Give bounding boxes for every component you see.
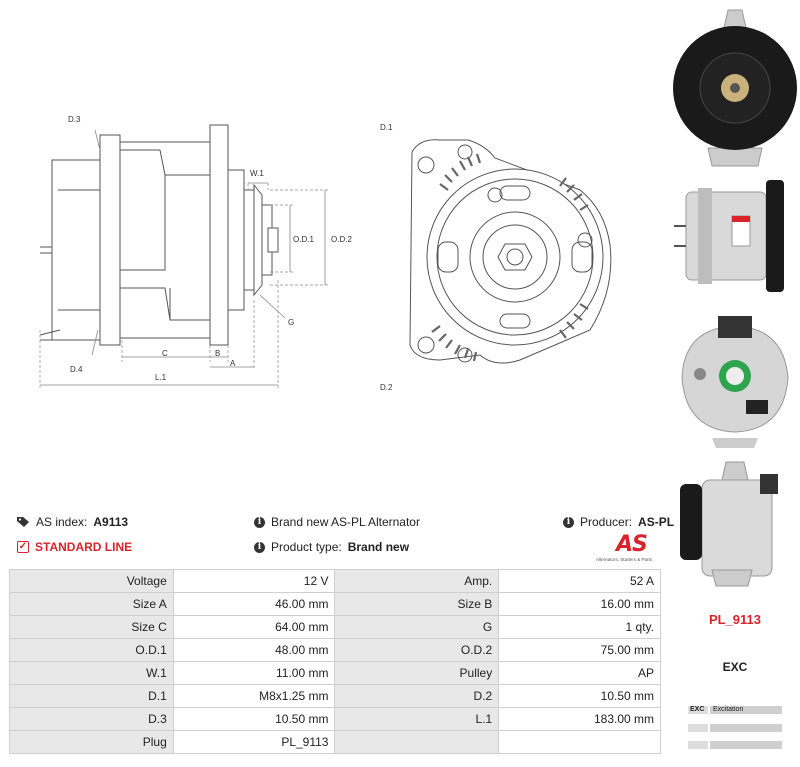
product-type-label: Product type: xyxy=(271,540,342,554)
label-c: C xyxy=(162,349,168,358)
label-d1: D.1 xyxy=(380,123,393,132)
spec-value: 16.00 mm xyxy=(498,592,661,616)
label-l1: L.1 xyxy=(155,373,167,382)
spec-value: 64.00 mm xyxy=(172,615,336,639)
spec-value: 12 V xyxy=(172,569,336,593)
spec-label: O.D.1 xyxy=(9,638,174,662)
table-row: W.1 11.00 mm Pulley AP xyxy=(9,661,661,685)
label-od2: O.D.2 xyxy=(331,235,352,244)
spec-value: 48.00 mm xyxy=(172,638,336,662)
exc-row xyxy=(688,741,782,749)
standard-line-text: STANDARD LINE xyxy=(35,540,133,554)
specs-table: Voltage 12 V Amp. 52 A Size A 46.00 mm S… xyxy=(9,569,661,754)
producer-value: AS-PL xyxy=(638,515,675,529)
spec-label: D.3 xyxy=(9,707,174,731)
spec-value: M8x1.25 mm xyxy=(172,684,336,708)
exc-row: EXC Excitation xyxy=(688,706,782,714)
label-b: B xyxy=(215,349,220,358)
table-row: Voltage 12 V Amp. 52 A xyxy=(9,569,661,593)
alternator-photo-rear xyxy=(672,308,798,448)
label-w1: W.1 xyxy=(250,169,264,178)
spec-value: 46.00 mm xyxy=(172,592,336,616)
product-type-value: Brand new xyxy=(347,540,410,554)
spec-value: 10.50 mm xyxy=(498,684,661,708)
spec-value: 1 qty. xyxy=(498,615,661,639)
as-logo: AS Alternators, Starters & Parts xyxy=(596,532,660,564)
exc-key xyxy=(688,741,708,749)
table-row: Plug PL_9113 xyxy=(9,730,661,754)
label-od1: O.D.1 xyxy=(293,235,314,244)
spec-label: W.1 xyxy=(9,661,174,685)
label-d3: D.3 xyxy=(68,115,81,124)
spec-value: 10.50 mm xyxy=(172,707,336,731)
spec-label: O.D.2 xyxy=(334,638,500,662)
info-icon: i xyxy=(254,516,265,528)
spec-label: Amp. xyxy=(334,569,500,593)
alternator-photo-front xyxy=(672,8,798,168)
spec-value: PL_9113 xyxy=(172,730,336,754)
spec-value: 52 A xyxy=(498,569,661,593)
spec-label: Plug xyxy=(9,730,174,754)
alternator-photo-side xyxy=(672,176,798,296)
spec-label: G xyxy=(334,615,500,639)
checkbox-icon: ✓ xyxy=(17,541,29,553)
product-description: i Brand new AS-PL Alternator xyxy=(254,515,420,529)
spec-label: D.2 xyxy=(334,684,500,708)
standard-line-badge: ✓ STANDARD LINE xyxy=(17,540,132,554)
spec-value: 183.00 mm xyxy=(498,707,661,731)
exc-key: EXC xyxy=(688,706,708,714)
spec-label: Size C xyxy=(9,615,174,639)
spec-label: Size B xyxy=(334,592,500,616)
spec-label: Pulley xyxy=(334,661,500,685)
info-icon: i xyxy=(563,516,574,528)
spec-label: L.1 xyxy=(334,707,500,731)
spec-label xyxy=(334,730,500,754)
producer-label: Producer: xyxy=(580,515,633,529)
table-row: O.D.1 48.00 mm O.D.2 75.00 mm xyxy=(9,638,661,662)
spec-label: Voltage xyxy=(9,569,174,593)
label-g: G xyxy=(288,318,294,327)
technical-drawing: D.3 D.4 W.1 O.D.1 O.D.2 G B C A L.1 D.1 … xyxy=(39,115,612,392)
table-row: D.3 10.50 mm L.1 183.00 mm xyxy=(9,707,661,731)
tag-icon xyxy=(17,517,29,527)
exc-value xyxy=(710,724,782,732)
producer: i Producer: AS-PL xyxy=(563,515,674,529)
as-index-label: AS index: xyxy=(36,515,88,529)
exc-row xyxy=(688,724,782,732)
spec-value: AP xyxy=(498,661,661,685)
part-code: PL_9113 xyxy=(708,612,762,627)
label-d2: D.2 xyxy=(380,383,393,392)
label-a: A xyxy=(230,359,236,368)
table-row: D.1 M8x1.25 mm D.2 10.50 mm xyxy=(9,684,661,708)
as-index: AS index: A9113 xyxy=(17,515,128,529)
spec-label: D.1 xyxy=(9,684,174,708)
spec-value: 75.00 mm xyxy=(498,638,661,662)
exc-title: EXC xyxy=(722,660,748,674)
logo-brand: AS xyxy=(616,532,648,557)
info-icon: i xyxy=(254,541,265,553)
exc-value xyxy=(710,741,782,749)
product-type: i Product type: Brand new xyxy=(254,540,409,554)
exc-value: Excitation xyxy=(710,706,782,714)
logo-tagline: Alternators, Starters & Parts xyxy=(596,557,653,562)
exc-key xyxy=(688,724,708,732)
table-row: Size A 46.00 mm Size B 16.00 mm xyxy=(9,592,661,616)
alternator-photo-angle xyxy=(672,460,798,590)
spec-value: 11.00 mm xyxy=(172,661,336,685)
spec-label: Size A xyxy=(9,592,174,616)
as-index-value: A9113 xyxy=(93,515,129,529)
table-row: Size C 64.00 mm G 1 qty. xyxy=(9,615,661,639)
label-d4: D.4 xyxy=(70,365,83,374)
spec-value xyxy=(498,730,661,754)
description-text: Brand new AS-PL Alternator xyxy=(271,515,420,529)
